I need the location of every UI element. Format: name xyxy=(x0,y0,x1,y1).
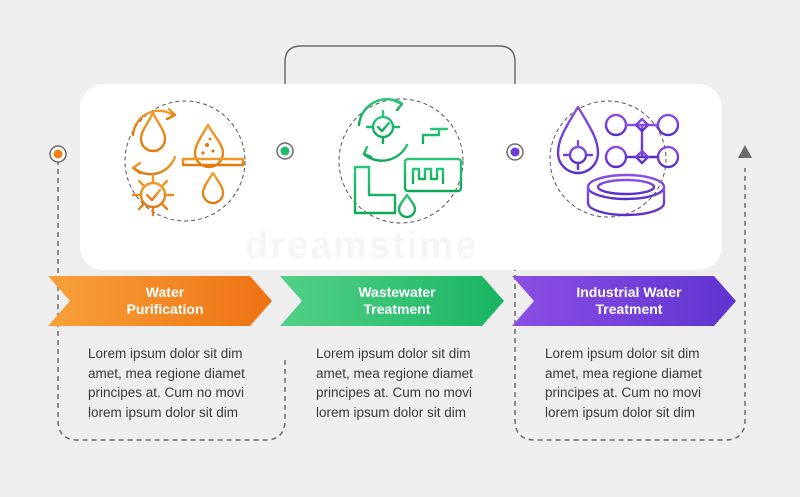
step1-arrow-banner xyxy=(48,276,272,326)
watermark: dreamstime xyxy=(245,225,478,268)
step1-description: Lorem ipsum dolor sit dim amet, mea regi… xyxy=(88,346,245,420)
step3-marker-dot xyxy=(506,143,524,161)
connector-step3 xyxy=(514,158,746,441)
step2-arrow-banner xyxy=(280,276,504,326)
step1-marker-dot xyxy=(49,145,67,163)
industrial-water-treatment-icon xyxy=(549,100,680,218)
up-arrow-icon xyxy=(738,145,752,158)
step3-title: Industrial Water Treatment xyxy=(576,284,682,317)
step2-marker-dot xyxy=(276,142,294,160)
step2-title: Wastewater Treatment xyxy=(358,284,436,317)
step3-arrow-banner xyxy=(512,276,736,326)
step3-description: Lorem ipsum dolor sit dim amet, mea regi… xyxy=(545,346,702,420)
connector-step2-loop xyxy=(284,45,516,145)
water-purification-icon xyxy=(124,100,246,222)
step2-description: Lorem ipsum dolor sit dim amet, mea regi… xyxy=(316,346,473,420)
wastewater-treatment-icon xyxy=(338,98,464,224)
step1-title: Water Purification xyxy=(126,284,204,317)
